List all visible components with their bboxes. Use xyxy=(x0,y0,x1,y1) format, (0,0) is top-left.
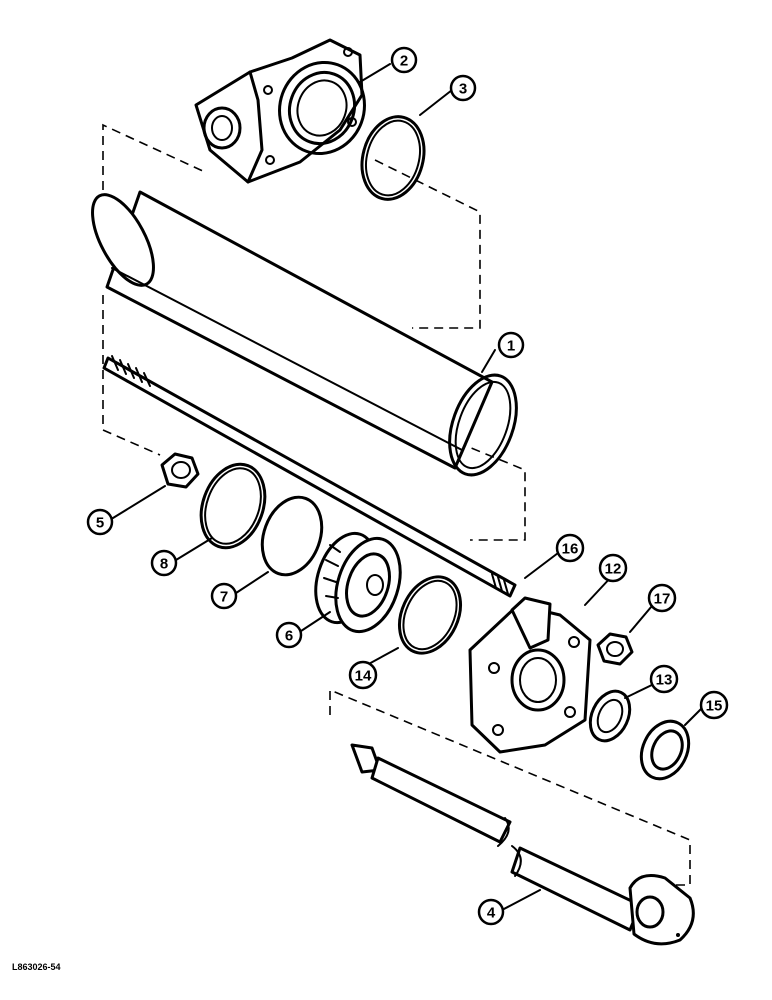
callout-3: 3 xyxy=(449,74,477,102)
callout-label: 5 xyxy=(96,515,104,532)
callout-7: 7 xyxy=(210,582,238,610)
callout-label: 16 xyxy=(562,541,579,558)
head-o-ring xyxy=(360,115,426,201)
callout-label: 2 xyxy=(400,53,408,70)
callout-8: 8 xyxy=(150,549,178,577)
callout-12: 12 xyxy=(598,553,628,583)
cylinder-head xyxy=(194,38,366,184)
figure-reference: L863026-54 xyxy=(12,962,61,972)
assembly-guides xyxy=(102,123,691,886)
callout-label: 7 xyxy=(220,589,228,606)
callout-14: 14 xyxy=(348,660,378,690)
callout-label: 8 xyxy=(160,556,168,573)
wiper-seal xyxy=(588,689,632,743)
callout-label: 1 xyxy=(507,338,515,355)
callout-label: 13 xyxy=(656,672,673,689)
backup-ring-part-7 xyxy=(260,495,324,577)
tie-rod xyxy=(102,355,517,598)
nut-part-5 xyxy=(160,452,200,489)
callout-15: 15 xyxy=(699,690,729,720)
rod-end-cap xyxy=(468,596,592,754)
callout-5: 5 xyxy=(86,508,114,536)
callout-1: 1 xyxy=(497,331,525,359)
o-ring-part-8 xyxy=(199,462,267,550)
callout-16: 16 xyxy=(555,533,585,563)
callout-4: 4 xyxy=(477,898,505,926)
callout-label: 14 xyxy=(355,668,372,685)
o-ring-part-14 xyxy=(398,575,462,655)
piston-rod xyxy=(350,743,695,946)
callout-13: 13 xyxy=(649,664,679,694)
piston xyxy=(314,531,402,634)
rod-seal xyxy=(639,719,691,781)
callout-label: 3 xyxy=(459,81,467,98)
callout-17: 17 xyxy=(647,583,677,613)
cylinder-tube xyxy=(91,190,518,477)
callout-label: 12 xyxy=(605,561,622,578)
nut-part-17 xyxy=(596,632,634,666)
callout-label: 15 xyxy=(706,698,723,715)
callout-2: 2 xyxy=(390,46,418,74)
callout-label: 6 xyxy=(285,628,293,645)
callout-label: 4 xyxy=(487,905,496,922)
callout-6: 6 xyxy=(275,621,303,649)
callout-label: 17 xyxy=(654,591,671,608)
